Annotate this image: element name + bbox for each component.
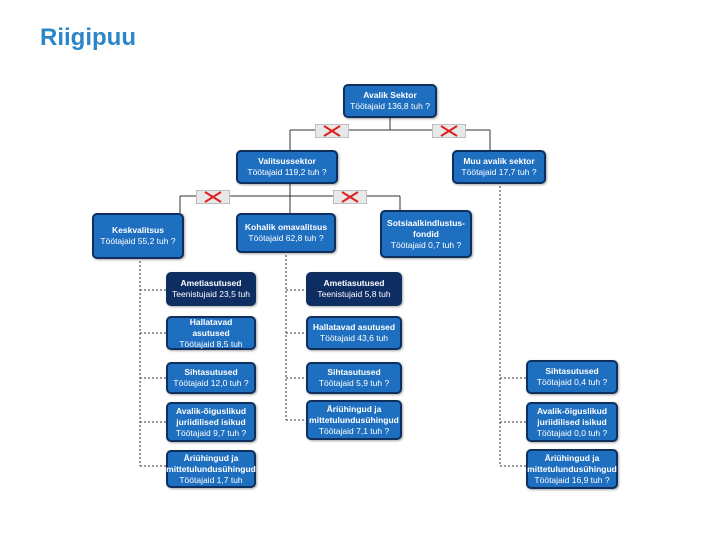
node-name: Äriühingud ja mittetulundusühingud [527, 452, 617, 474]
node-count: Töötajaid 0,0 tuh ? [536, 427, 608, 438]
node-name: Äriühingud ja mittetulundusühingud [166, 452, 256, 474]
node-k-ametiasutused: Ametiasutused Teenistujaid 23,5 tuh [166, 272, 256, 306]
node-count: Töötajaid 62,8 tuh ? [248, 233, 324, 243]
node-m-avalik-oiguslikud: Avalik-õiguslikud juriidilised isikud Tö… [526, 402, 618, 442]
node-k-avalik-oiguslikud: Avalik-õiguslikud juriidilised isikud Tö… [166, 402, 256, 442]
node-count: Töötajaid 17,7 tuh ? [461, 167, 537, 177]
node-name: Hallatavad asutused [312, 322, 396, 332]
node-muu-avalik-sektor: Muu avalik sektor Töötajaid 17,7 tuh ? [452, 150, 546, 184]
node-o-ametiasutused: Ametiasutused Teenistujaid 5,8 tuh [306, 272, 402, 306]
cross-mark-icon [315, 124, 349, 138]
node-k-ariuhingud: Äriühingud ja mittetulundusühingud Tööta… [166, 450, 256, 488]
node-name: Kohalik omavalitsus [244, 222, 328, 232]
node-name: Sihtasutused [327, 367, 381, 377]
node-name: Ametiasutused [180, 278, 242, 288]
node-valitsussektor: Valitsussektor Töötajaid 119,2 tuh ? [236, 150, 338, 184]
node-avalik-sektor: Avalik Sektor Töötajaid 136,8 tuh ? [343, 84, 437, 118]
node-name: Valitsussektor [258, 156, 316, 166]
node-keskvalitsus: Keskvalitsus Töötajaid 55,2 tuh ? [92, 213, 184, 259]
node-count: Töötajaid 1,7 tuh [179, 474, 243, 485]
node-count: Töötajaid 8,5 tuh [179, 338, 243, 349]
node-o-hallatavad-asutused: Hallatavad asutused Töötajaid 43,6 tuh [306, 316, 402, 350]
node-count: Töötajaid 55,2 tuh ? [100, 236, 176, 246]
node-count: Töötajaid 136,8 tuh ? [350, 101, 430, 111]
node-m-ariuhingud: Äriühingud ja mittetulundusühingud Tööta… [526, 449, 618, 489]
node-sotsiaalkindlustusfondid: Sotsiaalkindlustus-fondid Töötajaid 0,7 … [380, 210, 472, 258]
node-name: Sotsiaalkindlustus-fondid [387, 217, 465, 239]
node-count: Töötajaid 16,9 tuh ? [534, 474, 610, 485]
node-count: Teenistujaid 5,8 tuh [317, 289, 391, 299]
node-name: Äriühingud ja mittetulundusühingud [309, 403, 399, 425]
node-count: Teenistujaid 23,5 tuh [172, 289, 250, 299]
node-count: Töötajaid 119,2 tuh ? [247, 167, 327, 177]
node-name: Hallatavad asutused [189, 316, 233, 338]
node-name: Sihtasutused [545, 366, 599, 376]
node-name: Sihtasutused [184, 367, 238, 377]
node-name: Muu avalik sektor [463, 156, 535, 166]
node-count: Töötajaid 9,7 tuh ? [175, 427, 247, 438]
node-name: Avalik-õiguslikud juriidilised isikud [536, 405, 608, 427]
cross-mark-icon [432, 124, 466, 138]
node-kohalik-omavalitsus: Kohalik omavalitsus Töötajaid 62,8 tuh ? [236, 213, 336, 253]
node-name: Keskvalitsus [112, 225, 164, 235]
node-k-hallatavad-asutused: Hallatavad asutused Töötajaid 8,5 tuh [166, 316, 256, 350]
node-name: Avalik Sektor [363, 90, 417, 100]
node-o-sihtasutused: Sihtasutused Töötajaid 5,9 tuh ? [306, 362, 402, 394]
node-count: Töötajaid 5,9 tuh ? [318, 378, 390, 388]
node-k-sihtasutused: Sihtasutused Töötajaid 12,0 tuh ? [166, 362, 256, 394]
node-count: Töötajaid 7,1 tuh ? [318, 425, 390, 436]
node-name: Ametiasutused [323, 278, 385, 288]
node-count: Töötajaid 43,6 tuh [319, 333, 389, 343]
node-o-ariuhingud: Äriühingud ja mittetulundusühingud Tööta… [306, 400, 402, 440]
page-title: Riigipuu [40, 24, 136, 51]
node-count: Töötajaid 0,7 tuh ? [390, 239, 462, 250]
node-name: Avalik-õiguslikud juriidilised isikud [175, 405, 247, 427]
node-count: Töötajaid 12,0 tuh ? [173, 378, 249, 388]
node-m-sihtasutused: Sihtasutused Töötajaid 0,4 tuh ? [526, 360, 618, 394]
cross-mark-icon [196, 190, 230, 204]
node-count: Töötajaid 0,4 tuh ? [536, 377, 608, 387]
cross-mark-icon [333, 190, 367, 204]
